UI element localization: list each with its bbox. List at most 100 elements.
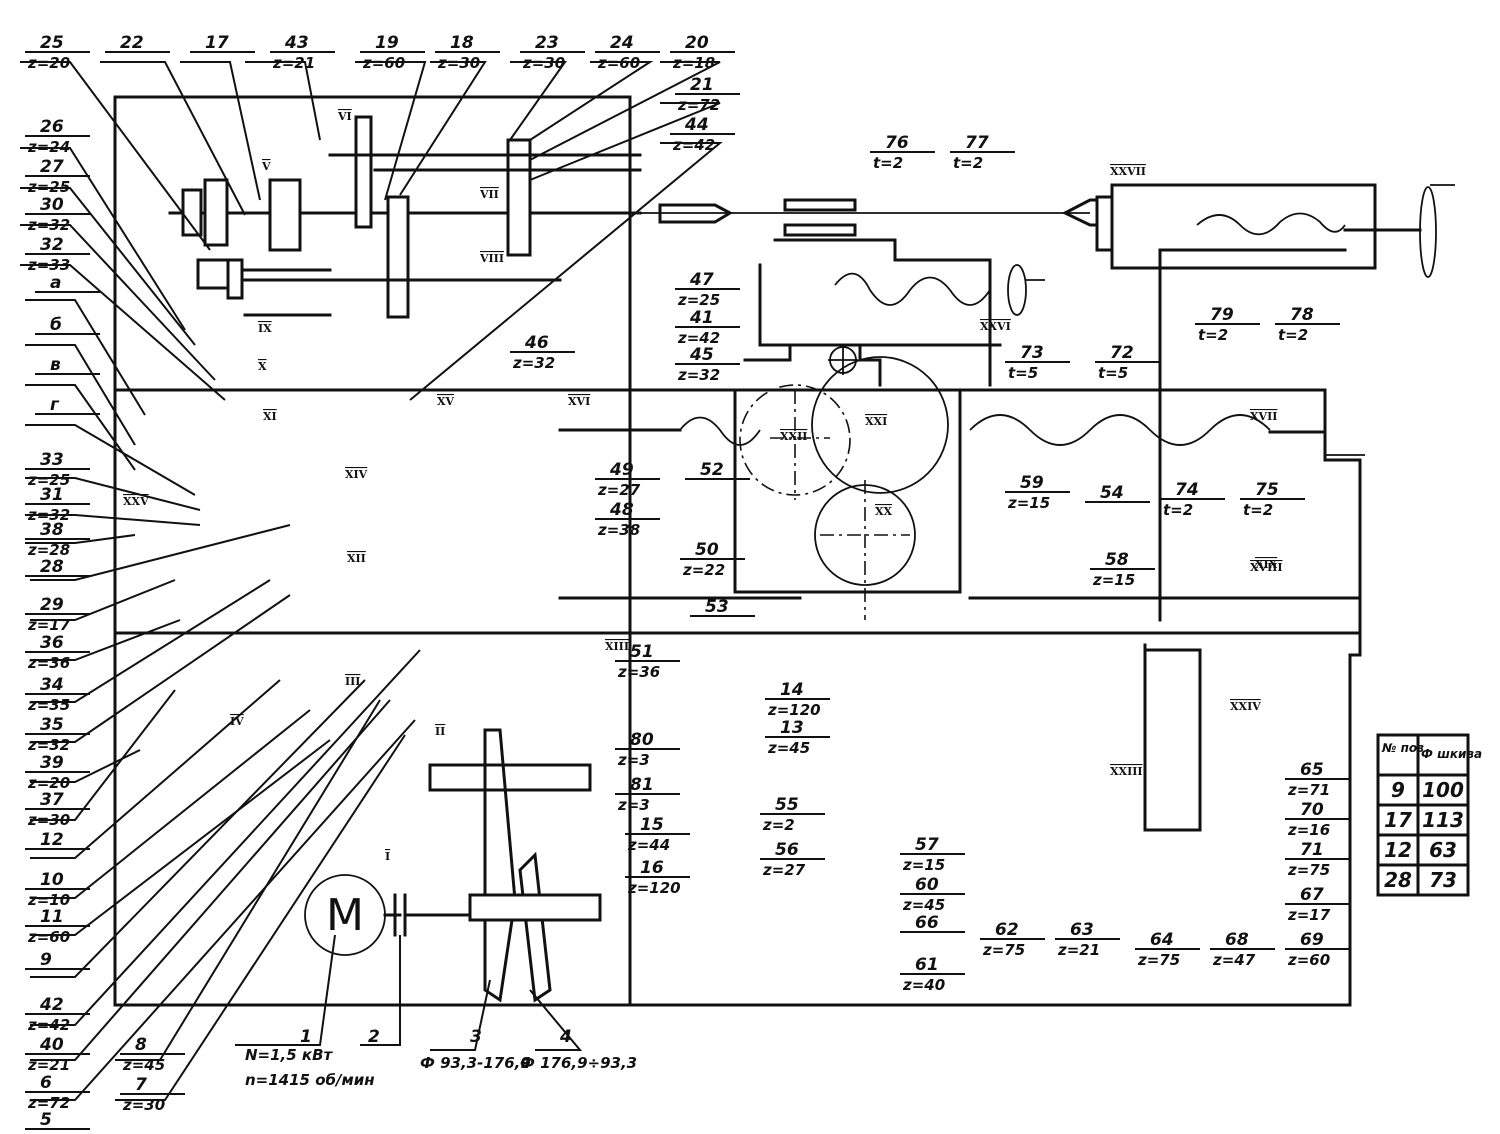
part-number: 73 bbox=[1020, 343, 1044, 363]
part-number: 14 bbox=[780, 680, 804, 700]
headstock bbox=[168, 115, 1090, 422]
part-label-59: 59z=15 bbox=[1005, 473, 1070, 512]
part-number: 44 bbox=[684, 115, 709, 135]
part-spec: z=45 bbox=[122, 1056, 165, 1074]
part-number: 67 bbox=[1300, 885, 1324, 905]
part-spec: t=2 bbox=[1198, 326, 1228, 344]
part-spec: t=2 bbox=[1163, 501, 1193, 519]
part-label-20: 20z=18 bbox=[670, 33, 735, 72]
shaft-label-XVII: XVII bbox=[1250, 410, 1277, 423]
part-label-49: 49z=27 bbox=[595, 460, 660, 499]
part-spec: z=38 bbox=[597, 521, 640, 539]
part-number: 22 bbox=[120, 33, 144, 53]
part-label-17: 17 bbox=[190, 33, 255, 53]
part-number: 42 bbox=[39, 995, 64, 1015]
part-number: 9 bbox=[40, 950, 52, 970]
part-number: 71 bbox=[1300, 840, 1324, 860]
part-spec: t=2 bbox=[873, 154, 903, 172]
part-label-а: а bbox=[35, 273, 100, 293]
shaft-label-XXI: XXI bbox=[865, 415, 887, 428]
part-number: 78 bbox=[1290, 305, 1314, 325]
shaft-label-VI: VI bbox=[337, 110, 352, 123]
part-label-55: 55z=2 bbox=[760, 795, 825, 834]
part-spec: z=15 bbox=[902, 856, 945, 874]
table-pulley-diameter: 63 bbox=[1429, 838, 1457, 862]
part-number: 6 bbox=[40, 1073, 52, 1093]
part-spec: z=72 bbox=[27, 1094, 70, 1112]
part-spec: z=21 bbox=[27, 1056, 70, 1074]
part-spec: z=27 bbox=[597, 481, 641, 499]
part-number: 56 bbox=[775, 840, 799, 860]
part-number: 58 bbox=[1105, 550, 1129, 570]
part-label-9: 9 bbox=[25, 950, 90, 970]
part-spec: t=2 bbox=[1278, 326, 1308, 344]
part-label-64: 64z=75 bbox=[1135, 930, 1200, 969]
part-spec: z=47 bbox=[1212, 951, 1256, 969]
part-number: 54 bbox=[1100, 483, 1124, 503]
part-label-23: 23z=30 bbox=[520, 33, 585, 72]
part-spec: z=71 bbox=[1287, 781, 1330, 799]
part-spec: z=35 bbox=[27, 696, 70, 714]
part-number: 45 bbox=[689, 345, 714, 365]
part-spec: z=2 bbox=[762, 816, 795, 834]
part-number: 77 bbox=[965, 133, 989, 153]
part-label-54: 54 bbox=[1085, 483, 1150, 503]
part-number: а bbox=[50, 273, 61, 293]
part-label-29: 29z=17 bbox=[25, 595, 90, 634]
part-spec: z=60 bbox=[597, 54, 640, 72]
part-number: б bbox=[50, 315, 62, 335]
part-label-78: 78t=2 bbox=[1275, 305, 1340, 344]
part-spec: z=17 bbox=[1287, 906, 1331, 924]
table-pulley-diameter: 100 bbox=[1422, 778, 1464, 802]
part-label-42: 42z=42 bbox=[25, 995, 90, 1034]
machine-frame bbox=[113, 95, 1365, 1007]
part-label-41: 41z=42 bbox=[675, 308, 740, 347]
table-header-pos: № поз bbox=[1381, 741, 1424, 755]
part-number: 53 bbox=[705, 597, 729, 617]
clutch-pos: 2 bbox=[368, 1027, 380, 1047]
shaft-label-I: I bbox=[385, 850, 390, 863]
part-spec: z=45 bbox=[767, 739, 810, 757]
table-cell bbox=[1416, 863, 1470, 897]
part-label-30: 30z=32 bbox=[25, 195, 90, 234]
part-label-39: 39z=20 bbox=[25, 753, 90, 792]
part-label-50: 50z=22 bbox=[680, 540, 745, 579]
part-number: 49 bbox=[609, 460, 634, 480]
part-label-10: 10z=10 bbox=[25, 870, 90, 909]
shaft-label-XII: XII bbox=[347, 552, 366, 565]
part-spec: z=32 bbox=[677, 366, 720, 384]
part-spec: z=30 bbox=[522, 54, 565, 72]
shaft-label-XXIV: XXIV bbox=[1230, 700, 1261, 713]
part-label-60: 60z=45 bbox=[900, 875, 965, 914]
part-label-26: 26z=24 bbox=[25, 117, 90, 156]
table-cell bbox=[1416, 773, 1470, 807]
pulley-3-pos: 3 bbox=[470, 1027, 482, 1047]
part-number: 7 bbox=[135, 1075, 147, 1095]
part-number: 31 bbox=[40, 485, 64, 505]
shaft-label-XXV: XXV bbox=[123, 495, 149, 508]
table-pos-number: 9 bbox=[1391, 778, 1405, 802]
shaft-label-XXVII: XXVII bbox=[1110, 165, 1146, 178]
part-spec: z=28 bbox=[27, 541, 70, 559]
part-number: 33 bbox=[40, 450, 64, 470]
apron-gears bbox=[739, 356, 949, 620]
part-number: 57 bbox=[915, 835, 939, 855]
part-number: 39 bbox=[40, 753, 64, 773]
pulley-4-spec: Ф 176,9÷93,3 bbox=[520, 1054, 637, 1072]
pulley-3-spec: Ф 93,3-176,9 bbox=[420, 1054, 531, 1072]
part-number: 81 bbox=[630, 775, 654, 795]
part-label-45: 45z=32 bbox=[675, 345, 740, 384]
part-label-66: 66 bbox=[900, 913, 965, 933]
part-label-16: 16z=120 bbox=[625, 858, 690, 897]
part-spec: z=27 bbox=[762, 861, 806, 879]
part-spec: z=22 bbox=[682, 561, 725, 579]
part-number: 62 bbox=[995, 920, 1019, 940]
part-label-77: 77t=2 bbox=[950, 133, 1015, 172]
part-number: 13 bbox=[780, 718, 804, 738]
part-spec: z=25 bbox=[677, 291, 720, 309]
part-number: 20 bbox=[685, 33, 709, 53]
part-spec: z=21 bbox=[1057, 941, 1100, 959]
part-number: 18 bbox=[450, 33, 474, 53]
part-label-51: 51z=36 bbox=[615, 642, 680, 681]
